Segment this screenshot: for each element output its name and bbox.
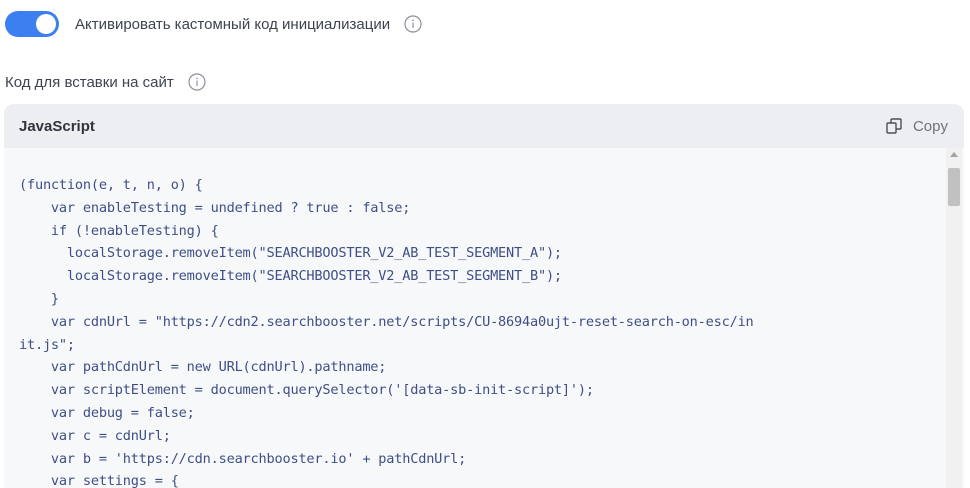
code-line: var scriptElement = document.querySelect… (19, 382, 594, 399)
info-icon[interactable] (188, 73, 206, 91)
code-scrollbar[interactable] (946, 148, 962, 488)
code-line: var c = cdnUrl; (19, 427, 171, 444)
code-line: (function(e, t, n, o) { (19, 177, 203, 193)
code-line: } (19, 290, 59, 307)
copy-button-label: Copy (912, 117, 948, 135)
code-line: it.js"; (19, 336, 75, 353)
code-line: var settings = { (19, 473, 179, 488)
code-line: if (!enableTesting) { (19, 222, 219, 239)
copy-icon (885, 117, 903, 135)
code-line: var pathCdnUrl = new URL(cdnUrl).pathnam… (19, 359, 387, 376)
scroll-up-arrow-icon[interactable] (950, 152, 958, 157)
code-panel: JavaScript Copy (function(e, t, n, o) { … (4, 104, 964, 488)
code-line: var b = 'https://cdn.searchbooster.io' +… (19, 450, 467, 467)
code-lines: (function(e, t, n, o) { var enableTestin… (19, 174, 946, 488)
custom-init-toggle[interactable] (5, 11, 59, 37)
code-line: localStorage.removeItem("SEARCHBOOSTER_V… (19, 245, 562, 262)
snippet-section-label: Код для вставки на сайт (5, 73, 174, 91)
code-header: JavaScript Copy (4, 104, 964, 148)
code-language-label: JavaScript (19, 117, 95, 135)
toggle-knob (36, 14, 56, 34)
snippet-section-header: Код для вставки на сайт (5, 68, 206, 96)
code-body[interactable]: (function(e, t, n, o) { var enableTestin… (4, 148, 946, 488)
code-line: var enableTesting = undefined ? true : f… (19, 199, 411, 216)
code-line: localStorage.removeItem("SEARCHBOOSTER_V… (19, 268, 562, 285)
toggle-row: Активировать кастомный код инициализации (5, 10, 422, 38)
code-line: var cdnUrl = "https://cdn2.searchbooster… (19, 313, 754, 330)
copy-button[interactable]: Copy (885, 117, 948, 135)
info-icon[interactable] (404, 15, 422, 33)
code-line: var debug = false; (19, 404, 195, 421)
scroll-thumb[interactable] (948, 168, 960, 206)
custom-init-toggle-label: Активировать кастомный код инициализации (75, 15, 391, 33)
